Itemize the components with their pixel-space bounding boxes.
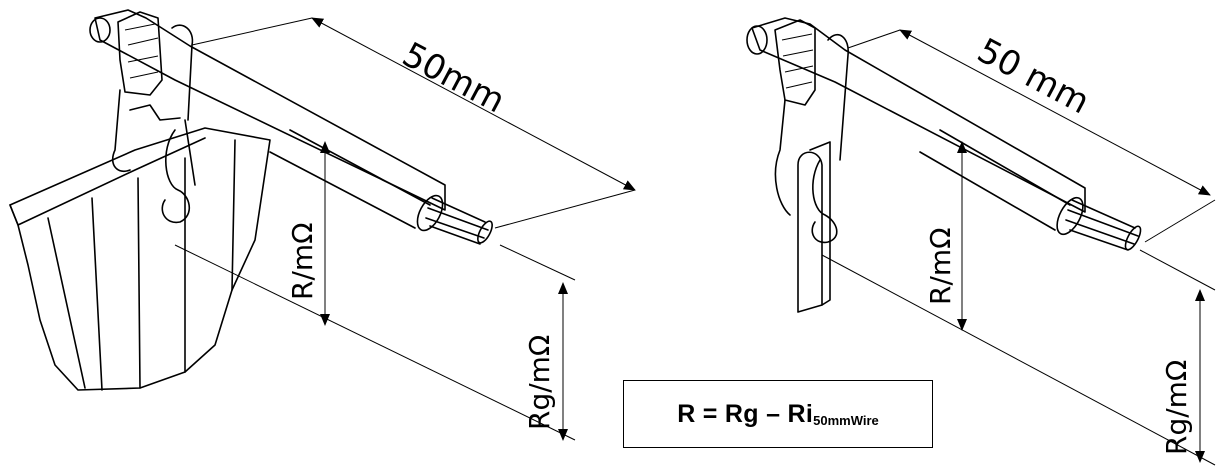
right-length-label: 50 mm xyxy=(971,31,1096,123)
left-length-label: 50mm xyxy=(396,35,511,122)
right-test-pin xyxy=(797,141,831,313)
left-rg-label: Rg/mΩ xyxy=(523,335,556,430)
formula-main: R = Rg – Ri xyxy=(677,399,814,428)
right-rg-label: Rg/mΩ xyxy=(1160,360,1193,455)
right-length-dimension: 50 mm xyxy=(847,29,1216,243)
right-r-dimension: R/mΩ xyxy=(924,141,967,331)
right-r-label: R/mΩ xyxy=(924,227,957,305)
right-clamp xyxy=(774,19,849,244)
left-clamp xyxy=(111,11,196,224)
formula-subscript: 50mmWire xyxy=(813,412,879,428)
left-plate xyxy=(9,127,271,391)
left-r-label: R/mΩ xyxy=(286,222,319,300)
left-figure: 50mm R/mΩ Rg/mΩ xyxy=(9,9,636,441)
right-rg-dimension: Rg/mΩ xyxy=(821,249,1216,466)
left-rod xyxy=(89,9,446,211)
left-r-dimension: R/mΩ xyxy=(286,141,330,326)
left-rg-dimension: Rg/mΩ xyxy=(174,244,576,441)
